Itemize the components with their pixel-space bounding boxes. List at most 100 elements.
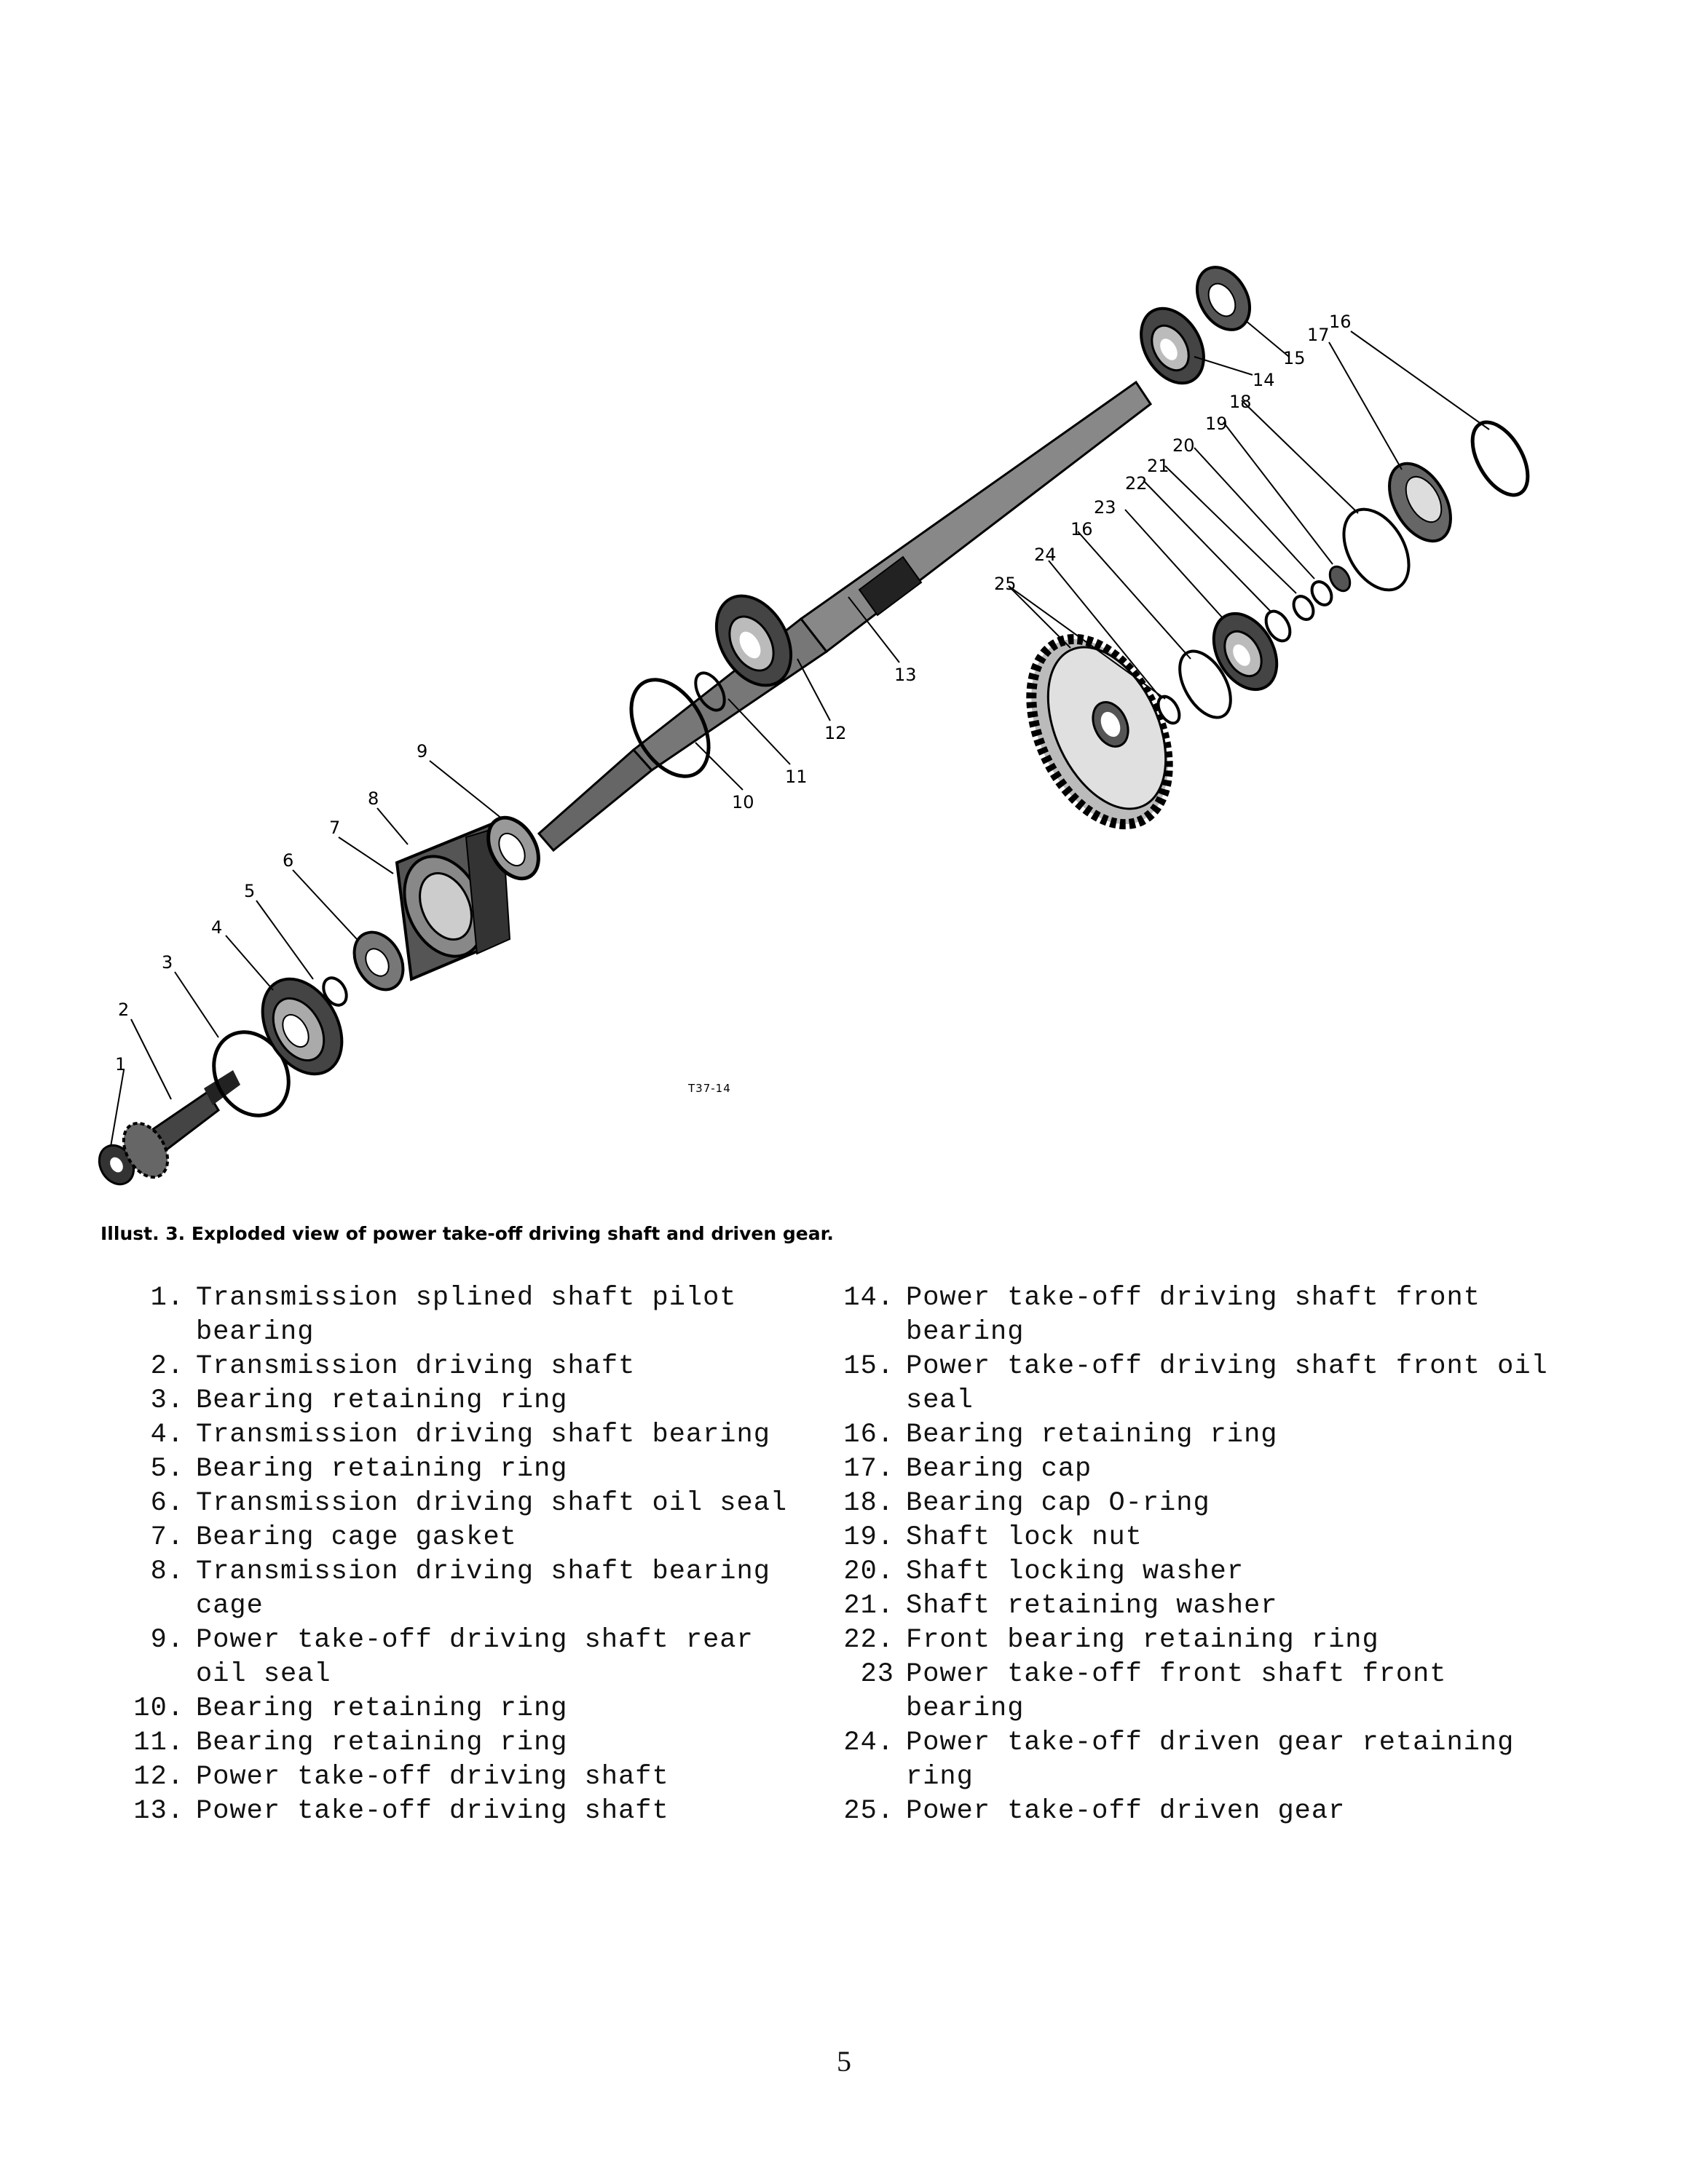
part-number: 12. — [133, 1762, 184, 1792]
callout-5: 5 — [244, 881, 255, 901]
callout-2: 2 — [118, 1000, 129, 1020]
part-number: 18. — [843, 1488, 894, 1519]
callout-23: 23 — [1094, 497, 1116, 518]
part-19-lock-nut — [1328, 565, 1352, 593]
callout-8: 8 — [368, 788, 379, 809]
part-11-retaining-ring — [694, 671, 726, 712]
callout-1: 1 — [115, 1054, 126, 1075]
part-item: 16. Bearing retaining ring — [830, 1418, 1573, 1452]
part-number: 17. — [843, 1454, 894, 1484]
callout-24: 24 — [1034, 545, 1057, 565]
callout-17: 17 — [1307, 325, 1330, 345]
part-item: 18. Bearing cap O-ring — [830, 1487, 1573, 1521]
callout-4: 4 — [211, 917, 222, 938]
figure-caption: Illust. 3. Exploded view of power take-o… — [100, 1223, 834, 1244]
part-item: 11.Bearing retaining ring — [120, 1726, 805, 1760]
part-item: 13. Power take-off driving shaft — [120, 1795, 805, 1829]
part-18-o-ring — [1342, 507, 1411, 592]
part-item: 19.Shaft lock nut — [830, 1521, 1573, 1555]
part-description: Bearing cap O-ring — [906, 1488, 1210, 1519]
part-description: Power take-off driving shaft — [196, 1796, 669, 1827]
part-description: Power take-off driving shaft front beari… — [906, 1283, 1480, 1348]
part-description: Transmission driving shaft — [196, 1351, 636, 1382]
part-number: 20. — [843, 1556, 894, 1587]
callout-9: 9 — [417, 741, 427, 761]
part-description: Transmission driving shaft bearing — [196, 1420, 770, 1450]
part-22-front-bearing-ring — [1264, 609, 1292, 643]
part-17-bearing-cap — [1388, 462, 1452, 543]
part-number: 7. — [150, 1522, 184, 1553]
part-item: 24. Power take-off driven gear retaining … — [830, 1726, 1573, 1795]
parts-list-left: 1.Transmission splined shaft pilot beari… — [120, 1281, 805, 1829]
part-number: 14. — [843, 1283, 894, 1313]
part-description: Power take-off driving shaft rear oil se… — [196, 1625, 754, 1690]
part-description: Bearing retaining ring — [196, 1728, 568, 1758]
part-description: Shaft lock nut — [906, 1522, 1143, 1553]
part-description: Transmission splined shaft pilot bearing — [196, 1283, 737, 1348]
part-item: 7. Bearing cage gasket — [120, 1521, 805, 1555]
part-number: 25. — [843, 1796, 894, 1827]
page-number: 5 — [837, 2045, 851, 2078]
part-number: 6. — [150, 1488, 184, 1519]
callout-7: 7 — [329, 818, 340, 838]
callout-18: 18 — [1229, 392, 1252, 412]
part-item: 8.Transmission driving shaft bearing cag… — [120, 1555, 805, 1623]
callout-15: 15 — [1283, 348, 1306, 368]
part-description: Power take-off driven gear retaining rin… — [906, 1728, 1515, 1792]
callout-20: 20 — [1172, 435, 1195, 456]
part-description: Power take-off driving shaft — [196, 1762, 669, 1792]
part-16-retaining-ring-left — [1178, 649, 1232, 719]
part-item: 9.Power take-off driving shaft rear oil … — [120, 1623, 805, 1692]
part-9-rear-oil-seal — [486, 815, 540, 881]
part-number: 15. — [843, 1351, 894, 1382]
part-item: 25. Power take-off driven gear — [830, 1795, 1573, 1829]
callout-14: 14 — [1253, 370, 1275, 390]
part-description: Front bearing retaining ring — [906, 1625, 1379, 1655]
part-14-front-bearing — [1140, 306, 1205, 385]
parts-list-right: 14. Power take-off driving shaft front be… — [830, 1281, 1573, 1829]
exploded-view-figure: 1 2 3 4 5 6 7 8 9 10 11 12 13 14 15 16 1… — [0, 218, 1688, 1223]
leader-lines — [110, 320, 1490, 1147]
part-16-retaining-ring-right — [1470, 420, 1530, 497]
part-item: 20.Shaft locking washer — [830, 1555, 1573, 1589]
part-number: 5. — [150, 1454, 184, 1484]
part-item: 21. Shaft retaining washer — [830, 1589, 1573, 1623]
part-description: Bearing retaining ring — [196, 1693, 568, 1724]
part-description: Power take-off front shaft front bearing — [906, 1659, 1447, 1724]
part-6-oil-seal — [352, 930, 405, 992]
part-number: 8. — [150, 1556, 184, 1587]
part-item: 22. Front bearing retaining ring — [830, 1623, 1573, 1658]
part-number: 21. — [843, 1591, 894, 1621]
part-description: Bearing cap — [906, 1454, 1092, 1484]
part-5-bearing-retaining-ring — [322, 976, 348, 1007]
part-description: Shaft retaining washer — [906, 1591, 1278, 1621]
callout-21: 21 — [1147, 456, 1170, 476]
part-number: 2. — [150, 1351, 184, 1382]
part-description: Power take-off driven gear — [906, 1796, 1346, 1827]
part-number: 23 — [860, 1659, 894, 1690]
part-number: 24. — [843, 1728, 894, 1758]
part-item: 3.Bearing retaining ring — [120, 1384, 805, 1418]
callout-19: 19 — [1205, 414, 1228, 434]
callout-16b: 16 — [1070, 519, 1093, 539]
callout-22: 22 — [1125, 473, 1148, 494]
part-number: 16. — [843, 1420, 894, 1450]
part-item: 10. Bearing retaining ring — [120, 1692, 805, 1726]
part-23-front-shaft-bearing — [1212, 612, 1279, 692]
part-description: Power take-off driving shaft front oil s… — [906, 1351, 1548, 1416]
callout-10: 10 — [732, 792, 754, 812]
part-item: 4. Transmission driving shaft bearing — [120, 1418, 805, 1452]
exploded-view-drawing: 1 2 3 4 5 6 7 8 9 10 11 12 13 14 15 16 1… — [98, 266, 1530, 1186]
part-number: 4. — [150, 1420, 184, 1450]
figure-code: T37-14 — [687, 1082, 731, 1095]
part-item: 12. Power take-off driving shaft — [120, 1760, 805, 1795]
part-2-transmission-driving-shaft — [122, 1070, 240, 1179]
callout-16: 16 — [1329, 312, 1352, 332]
part-number: 13. — [133, 1796, 184, 1827]
part-number: 22. — [843, 1625, 894, 1655]
part-description: Bearing retaining ring — [906, 1420, 1278, 1450]
part-number: 10. — [133, 1693, 184, 1724]
part-description: Bearing cage gasket — [196, 1522, 517, 1553]
callout-6: 6 — [283, 850, 293, 871]
